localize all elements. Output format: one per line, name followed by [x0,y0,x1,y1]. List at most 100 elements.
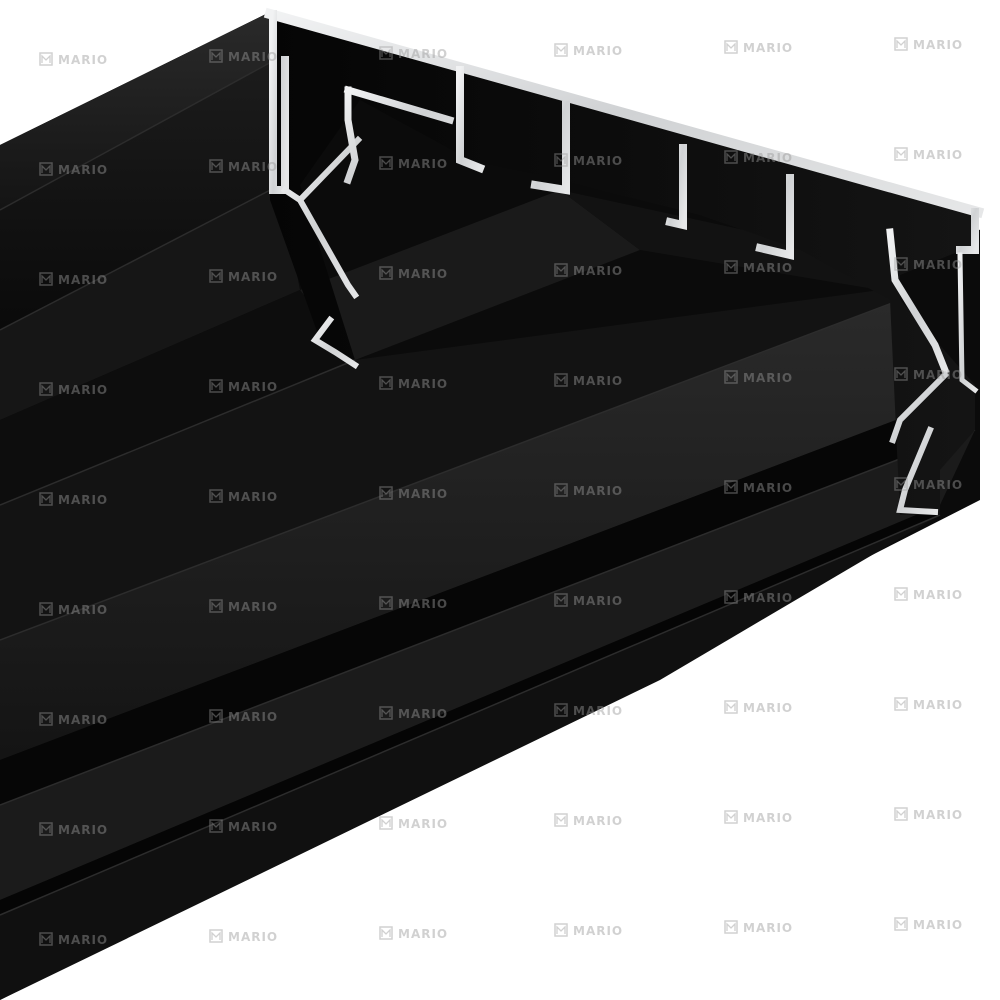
watermark-text: MARIO [573,814,623,828]
watermark: MARIO [39,822,108,837]
mario-logo-icon [379,926,393,940]
mario-logo-icon [39,492,53,506]
watermark: MARIO [209,489,278,504]
watermark-text: MARIO [58,823,108,837]
mario-logo-icon [894,147,908,161]
watermark-text: MARIO [913,368,963,382]
mario-logo-icon [724,920,738,934]
watermark: MARIO [379,46,448,61]
mario-logo-icon [554,813,568,827]
mario-logo-icon [379,486,393,500]
watermark-text: MARIO [913,258,963,272]
watermark-text: MARIO [228,160,278,174]
mario-logo-icon [39,712,53,726]
watermark: MARIO [39,382,108,397]
watermark: MARIO [894,37,963,52]
mario-logo-icon [209,159,223,173]
watermark-text: MARIO [228,820,278,834]
watermark-text: MARIO [398,157,448,171]
watermark: MARIO [894,917,963,932]
mario-logo-icon [379,156,393,170]
mario-logo-icon [209,599,223,613]
mario-logo-icon [209,269,223,283]
watermark: MARIO [724,920,793,935]
watermark-text: MARIO [228,710,278,724]
watermark-text: MARIO [398,47,448,61]
watermark-text: MARIO [573,924,623,938]
mario-logo-icon [379,266,393,280]
watermark-layer: MARIO MARIO MARIO MARIO MARIO MARIO MARIO MARIO… [39,37,963,947]
watermark: MARIO [39,712,108,727]
watermark-text: MARIO [913,808,963,822]
mario-logo-icon [894,367,908,381]
mario-logo-icon [39,162,53,176]
mario-logo-icon [724,480,738,494]
watermark: MARIO [39,52,108,67]
mario-logo-icon [209,379,223,393]
watermark: MARIO [554,703,623,718]
watermark-text: MARIO [58,713,108,727]
mario-logo-icon [39,602,53,616]
watermark: MARIO [554,923,623,938]
mario-logo-icon [209,489,223,503]
profile-lower-face [0,290,900,640]
watermark-text: MARIO [573,484,623,498]
watermark-text: MARIO [228,930,278,944]
mario-logo-icon [894,807,908,821]
mario-logo-icon [894,477,908,491]
watermark: MARIO [39,272,107,287]
watermark: MARIO [209,709,278,724]
watermark-text: MARIO [743,591,793,605]
profile-upper-face [0,60,280,330]
watermark-text: MARIO [58,383,108,397]
mario-logo-icon [379,46,393,60]
mario-logo-icon [554,43,568,57]
watermark-text: MARIO [228,50,278,64]
watermark: MARIO [379,596,447,611]
watermark: MARIO [379,156,448,171]
watermark-text: MARIO [913,148,963,162]
watermark: MARIO [724,260,792,275]
watermark-text: MARIO [743,921,793,935]
mario-logo-icon [894,917,908,931]
watermark: MARIO [39,602,107,617]
watermark: MARIO [724,700,793,715]
mario-logo-icon [724,590,738,604]
watermark-text: MARIO [743,481,793,495]
watermark: MARIO [554,593,622,608]
mario-logo-icon [39,52,53,66]
watermark-text: MARIO [913,918,963,932]
watermark: MARIO [554,153,622,168]
watermark: MARIO [894,257,963,272]
profile-cut-section [263,7,985,516]
watermark: MARIO [554,373,622,388]
mario-logo-icon [379,816,393,830]
mario-logo-icon [379,596,393,610]
watermark-text: MARIO [573,704,623,718]
mario-logo-icon [39,382,53,396]
watermark: MARIO [894,807,963,822]
watermark-text: MARIO [743,701,793,715]
watermark-text: MARIO [228,490,278,504]
mario-logo-icon [39,822,53,836]
mario-logo-icon [894,257,908,271]
watermark: MARIO [379,376,448,391]
watermark-text: MARIO [58,933,108,947]
mario-logo-icon [39,272,53,286]
watermark: MARIO [894,697,962,712]
mario-logo-icon [209,709,223,723]
watermark-text: MARIO [398,377,448,391]
watermark: MARIO [39,932,108,947]
watermark-text: MARIO [398,927,448,941]
watermark: MARIO [894,587,962,602]
watermark-text: MARIO [228,380,278,394]
watermark-text: MARIO [58,53,108,67]
mario-logo-icon [724,810,738,824]
profile-top-face [0,12,275,210]
mario-logo-icon [894,37,908,51]
watermark: MARIO [39,492,107,507]
watermark-text: MARIO [913,38,963,52]
watermark: MARIO [209,269,277,284]
